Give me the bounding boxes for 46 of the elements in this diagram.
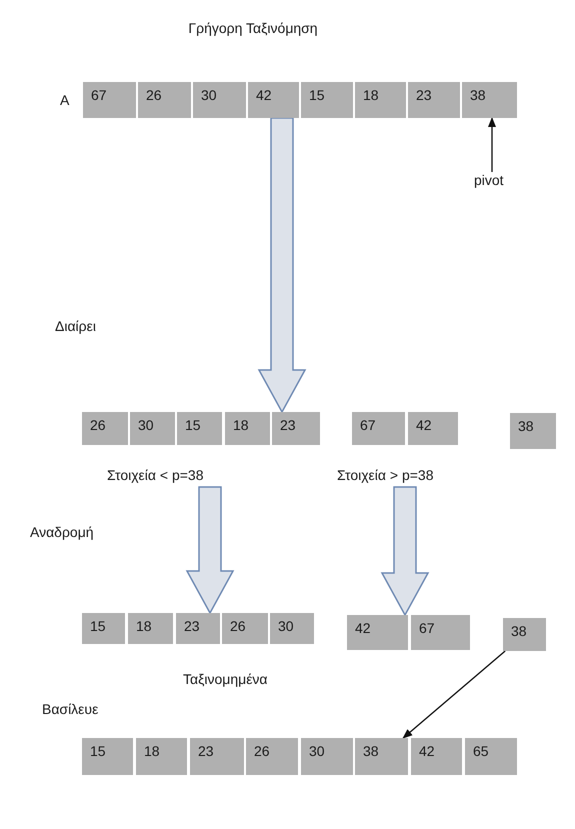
array-cell: 38 bbox=[462, 82, 517, 118]
step-label: Ταξινομημένα bbox=[183, 671, 268, 687]
array-cell: 26 bbox=[246, 738, 298, 775]
array-cell: 30 bbox=[301, 738, 353, 775]
step-label: Διαίρει bbox=[55, 318, 96, 334]
block-arrow bbox=[186, 486, 234, 615]
array-cell: 67 bbox=[411, 615, 470, 650]
array-cell: 30 bbox=[270, 613, 314, 644]
step-label: Αναδρομή bbox=[30, 524, 94, 540]
array-cell: 26 bbox=[138, 82, 191, 118]
array-cell: 42 bbox=[347, 615, 408, 650]
array-cell: 26 bbox=[222, 613, 268, 644]
array-cell: 30 bbox=[193, 82, 246, 118]
array-cell: 23 bbox=[190, 738, 244, 775]
array-cell: 23 bbox=[272, 412, 320, 445]
diagram-title: Γρήγορη Ταξινόμηση bbox=[187, 20, 319, 36]
array-cell: 23 bbox=[176, 613, 220, 644]
array-cell: 18 bbox=[355, 82, 406, 118]
block-arrow bbox=[258, 117, 306, 414]
array-cell: 18 bbox=[128, 613, 173, 644]
node-text: pivot bbox=[474, 172, 522, 190]
array-cell: 67 bbox=[352, 412, 405, 445]
array-cell: 18 bbox=[136, 738, 187, 775]
array-cell: 18 bbox=[225, 412, 270, 445]
array-cell: 42 bbox=[248, 82, 299, 118]
array-cell: 23 bbox=[408, 82, 460, 118]
array-cell: 65 bbox=[465, 738, 517, 775]
arrow bbox=[402, 650, 506, 739]
array-cell: 15 bbox=[301, 82, 353, 118]
node-text: Στοιχεία > p=38 bbox=[337, 467, 489, 487]
array-cell: 67 bbox=[83, 82, 136, 118]
array-cell: 15 bbox=[177, 412, 222, 445]
array-cell: 42 bbox=[411, 738, 462, 775]
array-cell: 38 bbox=[503, 618, 546, 651]
step-label: A bbox=[60, 92, 70, 108]
step-label: Βασίλευε bbox=[42, 701, 98, 717]
block-arrow bbox=[380, 486, 430, 617]
array-cell: 38 bbox=[510, 413, 556, 449]
array-cell: 26 bbox=[82, 412, 128, 445]
array-cell: 38 bbox=[355, 738, 408, 775]
array-cell: 42 bbox=[408, 412, 458, 445]
array-cell: 30 bbox=[130, 412, 175, 445]
array-cell: 15 bbox=[82, 738, 133, 775]
array-cell: 15 bbox=[82, 613, 125, 644]
node-text: Στοιχεία < p=38 bbox=[107, 467, 259, 487]
arrow bbox=[488, 117, 496, 172]
